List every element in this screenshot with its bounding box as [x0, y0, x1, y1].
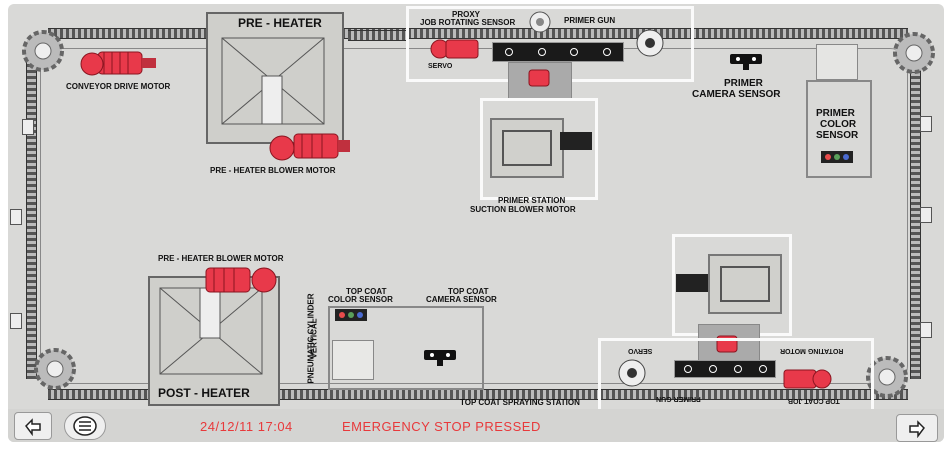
connector-belt-top: [348, 30, 408, 41]
primer-color-sensor-label-1: PRIMER: [816, 108, 855, 119]
belt-tag-icon: [920, 322, 932, 338]
pre-heater-blower-motor-top-label: PRE - HEATER BLOWER MOTOR: [210, 166, 336, 175]
belt-tag-icon: [22, 119, 34, 135]
conveyor-drive-motor-icon[interactable]: [80, 44, 160, 80]
top-coat-camera-sensor-label-2: CAMERA SENSOR: [426, 295, 497, 304]
pre-heater-blower-motor-bottom-label: PRE - HEATER BLOWER MOTOR: [158, 254, 284, 263]
top-coat-gun-icon[interactable]: [612, 358, 652, 388]
belt-tag-icon: [920, 207, 932, 223]
rotating-motor-flipped-label: ROTATING MOTOR: [780, 347, 844, 354]
top-coat-spraying-station-label: TOP COAT SPRAYING STATION: [460, 398, 580, 407]
top-coat-color-sensor-label-2: COLOR SENSOR: [328, 295, 393, 304]
nozzle-icon: [602, 48, 611, 56]
suction-duct: [560, 132, 592, 150]
servo-flipped-label: SERVO: [628, 347, 653, 354]
job-rotating-sensor-label: JOB ROTATING SENSOR: [420, 18, 516, 27]
primer-station-label: PRIMER STATION: [498, 196, 566, 205]
conveyor-belt-top: [48, 28, 908, 39]
gear-icon: [34, 348, 76, 390]
top-coat-suction-inner: [720, 266, 770, 302]
belt-tag-icon: [10, 209, 22, 225]
primer-camera-sensor-label-1: PRIMER: [724, 78, 763, 89]
nozzle-icon: [683, 365, 692, 373]
nozzle-icon: [758, 365, 767, 373]
primer-camera-sensor-icon[interactable]: [728, 52, 764, 72]
proxy-sensor-icon: [529, 11, 551, 33]
top-coat-color-sensor-icon[interactable]: [334, 308, 368, 322]
conveyor-belt-left: [26, 44, 37, 379]
primer-color-sensor-mount: [816, 44, 858, 80]
pre-heater-element-icon: [221, 37, 325, 125]
hand-back-icon: [25, 418, 41, 436]
nozzle-icon: [537, 48, 546, 56]
menu-button[interactable]: [64, 412, 106, 440]
primer-gun-bar: [492, 42, 624, 62]
primer-color-sensor-icon[interactable]: [820, 150, 854, 164]
forward-button[interactable]: [896, 414, 938, 442]
pre-heater-label: PRE - HEATER: [238, 16, 322, 30]
servo-label: SERVO: [428, 63, 453, 70]
proxy-label: PROXY: [452, 10, 481, 19]
primer-color-sensor-label-2: COLOR: [820, 119, 857, 130]
status-bar: 24/12/11 17:04 EMERGENCY STOP PRESSED: [8, 409, 944, 442]
top-coat-camera-sensor-icon[interactable]: [422, 348, 458, 368]
gear-icon: [893, 32, 935, 74]
status-message: EMERGENCY STOP PRESSED: [342, 419, 541, 434]
top-coat-suction-duct: [676, 274, 708, 292]
primer-gun-icon[interactable]: [630, 28, 670, 58]
top-coat-gun-bar: [674, 360, 776, 378]
vertical-label-2: PNEUMATIC CYLINDER: [306, 293, 316, 384]
top-coat-camera-sensor-label-1: TOP COAT: [448, 287, 489, 296]
menu-list-icon: [73, 416, 97, 436]
gear-icon: [22, 30, 64, 72]
nozzle-icon: [505, 48, 514, 56]
nozzle-icon: [708, 365, 717, 373]
primer-gun-label: PRIMER GUN: [564, 16, 616, 25]
top-coat-servo-motor-icon[interactable]: [780, 366, 832, 392]
post-heater-blower-motor-icon[interactable]: [198, 262, 288, 300]
status-datetime: 24/12/11 17:04: [200, 419, 293, 434]
top-coat-frame: [328, 306, 484, 390]
hmi-panel: CONVEYOR DRIVE MOTOR PRE - HEATER PRE - …: [8, 4, 944, 442]
primer-camera-sensor-label-2: CAMERA SENSOR: [692, 89, 781, 100]
primer-station-zone: [480, 98, 598, 200]
back-button[interactable]: [14, 412, 52, 440]
rotating-motor-icon[interactable]: [524, 66, 554, 90]
suction-inner: [502, 130, 552, 166]
primer-station-suction-label: SUCTION BLOWER MOTOR: [470, 205, 576, 214]
pneumatic-cylinder[interactable]: [332, 340, 374, 380]
hand-forward-icon: [909, 420, 925, 438]
top-coat-job-flipped-label: TOP COAT JOB: [788, 397, 840, 404]
servo-motor-icon[interactable]: [430, 36, 482, 62]
belt-tag-icon: [10, 313, 22, 329]
belt-tag-icon: [920, 116, 932, 132]
post-heater-element-icon: [159, 287, 263, 375]
gear-icon: [866, 356, 908, 398]
pre-heater-blower-motor-top-icon[interactable]: [268, 126, 354, 166]
nozzle-icon: [570, 48, 579, 56]
primer-gun-flipped-label: PRIMER GUN: [656, 395, 701, 402]
top-coat-color-sensor-label-1: TOP COAT: [346, 287, 387, 296]
nozzle-icon: [733, 365, 742, 373]
post-heater-label: POST - HEATER: [158, 386, 250, 400]
conveyor-drive-motor-label: CONVEYOR DRIVE MOTOR: [66, 82, 171, 91]
primer-color-sensor-zone: [806, 80, 872, 178]
primer-color-sensor-label-3: SENSOR: [816, 130, 859, 141]
